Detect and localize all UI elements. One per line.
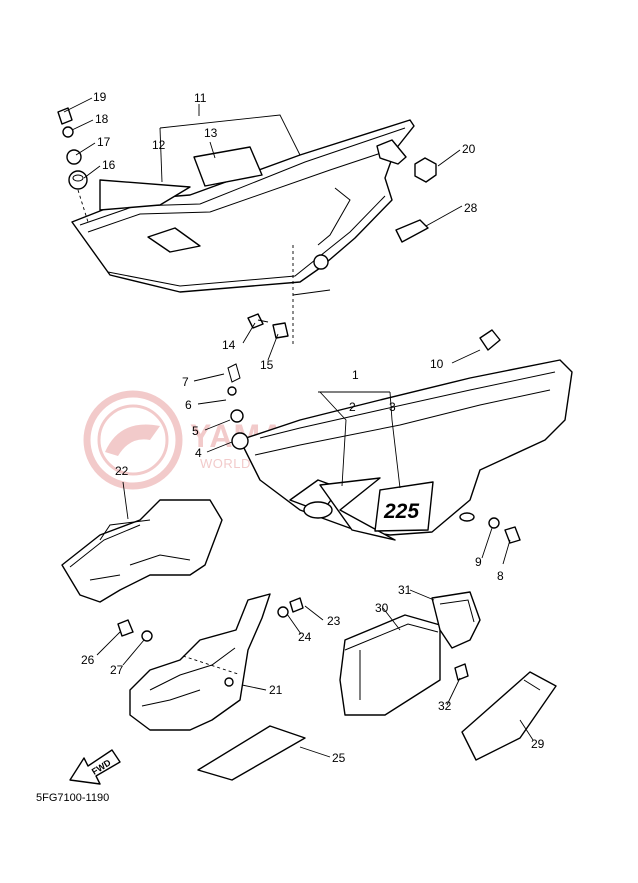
callout-22: 22 (115, 464, 129, 478)
leader-lines (63, 97, 534, 758)
decal-13 (193, 146, 263, 187)
callout-17: 17 (97, 135, 111, 149)
callout-15: 15 (260, 358, 274, 372)
fasteners-14-15 (247, 245, 331, 345)
callout-6: 6 (185, 398, 192, 412)
callout-19: 19 (93, 90, 107, 104)
callout-21: 21 (269, 683, 283, 697)
callout-5: 5 (192, 424, 199, 438)
upper-side-cover (71, 119, 415, 293)
callout-12: 12 (152, 138, 166, 152)
callout-16: 16 (102, 158, 116, 172)
tool-case-30 (339, 591, 481, 716)
callout-10: 10 (430, 357, 444, 371)
callout-20: 20 (462, 142, 476, 156)
diagram-code: 5FG7100-1190 (36, 792, 109, 804)
callout-25: 25 (332, 751, 346, 765)
callout-23: 23 (327, 614, 341, 628)
callout-26: 26 (81, 653, 95, 667)
callout-13: 13 (204, 126, 218, 140)
callout-30: 30 (375, 601, 389, 615)
damper-28 (395, 219, 429, 243)
fwd-arrow-icon: FWD (69, 749, 121, 785)
callout-24: 24 (298, 630, 312, 644)
battery-cover-22 (61, 499, 223, 603)
callout-18: 18 (95, 112, 109, 126)
tool-bag-29 (461, 671, 557, 761)
callout-4: 4 (195, 446, 202, 460)
callout-2: 2 (349, 400, 356, 414)
callout-29: 29 (531, 737, 545, 751)
callout-32: 32 (438, 699, 452, 713)
bracket-21 (129, 593, 271, 731)
pad-25 (197, 725, 306, 781)
callout-1: 1 (352, 368, 359, 382)
callout-7: 7 (182, 375, 189, 389)
callout-11: 11 (194, 91, 207, 105)
number-decal-3 (374, 481, 434, 532)
callout-numbers: 11 12 13 19 18 17 16 20 28 14 15 1 2 3 1… (81, 90, 545, 765)
callout-8: 8 (497, 569, 504, 583)
callout-31: 31 (398, 583, 412, 597)
callout-27: 27 (110, 663, 124, 677)
callout-3: 3 (389, 400, 396, 414)
hardware-23-27 (117, 597, 304, 642)
decal-number-text: 225 (383, 500, 419, 523)
watermark-logo-icon (83, 390, 183, 490)
grommet-20 (414, 157, 437, 183)
callout-9: 9 (475, 555, 482, 569)
lower-side-cover: 225 (227, 329, 573, 544)
hardware-16-19 (57, 107, 89, 223)
callout-14: 14 (222, 338, 236, 352)
callout-28: 28 (464, 201, 478, 215)
